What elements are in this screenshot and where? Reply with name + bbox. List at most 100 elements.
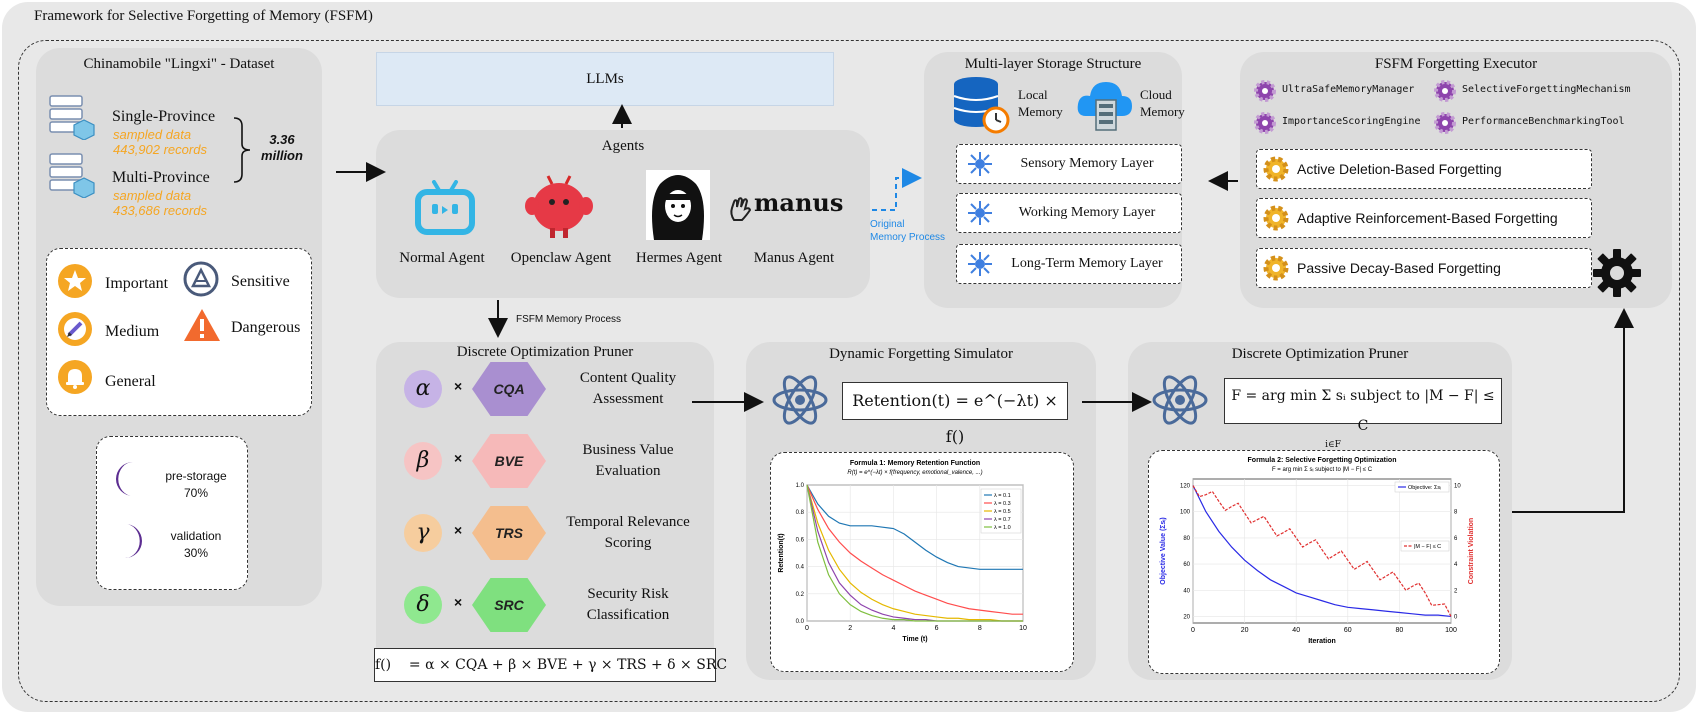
legend-label: λ = 0.1	[994, 493, 1011, 499]
y-tick-label: 0.6	[796, 537, 805, 543]
y2-tick-label: 10	[1454, 484, 1461, 490]
weight-bve-symbol: β	[404, 442, 442, 480]
x-tick-label: 20	[1241, 627, 1249, 634]
executor-title: FSFM Forgetting Executor	[1374, 56, 1538, 72]
local-memory-label: Local Memory	[1018, 87, 1063, 119]
server-icon	[49, 95, 95, 140]
category-legend: Important Sensitive Medium Dangerous Gen…	[46, 248, 312, 416]
chart-subtitle: F = arg min Σ sᵢ subject to |M − F| ≤ C	[1272, 467, 1373, 473]
y2-tick-label: 2	[1454, 588, 1458, 594]
weight-cqa-symbol: α	[404, 370, 442, 408]
storage-title: Multi-layer Storage Structure	[964, 56, 1142, 72]
series-line	[1192, 485, 1452, 617]
importance-formula: f() = α × CQA + β × BVE + γ × TRS + δ × …	[374, 648, 727, 682]
legend-label: Objective: Σsᵢ	[1408, 485, 1441, 491]
y-tick-label: 40	[1183, 588, 1190, 594]
selection-formula-text: F = arg min Σ sᵢ subject to |M − F| ≤ C	[1231, 388, 1495, 434]
gold-gear-icon	[1263, 255, 1289, 281]
multi-province-records: 433,686 records	[113, 203, 207, 218]
total-unit: million	[261, 148, 303, 163]
data-split-box: pre-storage 70% validation 30%	[96, 436, 248, 590]
x-tick-label: 0	[1191, 627, 1195, 634]
y-tick-label: 120	[1180, 484, 1191, 490]
criterion-bve-hexagon: BVE	[472, 434, 546, 488]
dataset-panel: Chinamobile "Lingxi" - Dataset Single-Pr…	[36, 48, 322, 606]
category-important: Important	[105, 275, 169, 292]
neuron-icon	[968, 201, 992, 225]
module-ultrasafe: UltraSafeMemoryManager	[1282, 84, 1415, 95]
chart-title: Formula 1: Memory Retention Function	[850, 460, 980, 467]
x-tick-label: 4	[891, 625, 895, 632]
method-active-label: Active Deletion-Based Forgetting	[1297, 161, 1502, 177]
manus-logo: manus	[754, 188, 844, 217]
manus-hand-icon	[730, 197, 752, 221]
x-axis-label: Time (t)	[902, 636, 927, 643]
selection-formula-subscript: i∈F	[1325, 440, 1341, 450]
x-tick-label: 0	[805, 625, 809, 632]
x-tick-label: 80	[1396, 627, 1404, 634]
sensitive-icon	[183, 261, 219, 297]
optimization-chart-frame: Formula 2: Selective Forgetting Optimiza…	[1148, 450, 1500, 674]
y-tick-label: 100	[1180, 510, 1191, 516]
y-tick-label: 0.2	[796, 592, 805, 598]
agent-label-hermes: Hermes Agent	[635, 250, 723, 266]
executor-panel: FSFM Forgetting Executor UltraSafeMemory…	[1240, 52, 1672, 308]
criterion-trs-label: Temporal Relevance Scoring	[566, 514, 690, 551]
gear-icon	[1254, 112, 1276, 134]
series-line	[806, 484, 1023, 622]
y-tick-label: 0.0	[796, 619, 805, 625]
y2-axis-label: Constraint Violation	[1468, 518, 1475, 584]
y-tick-label: 0.4	[796, 565, 805, 571]
legend-label: λ = 0.5	[994, 509, 1011, 515]
split-pre-storage-label: pre-storage	[165, 469, 227, 483]
brace-icon	[233, 117, 251, 183]
legend-box	[1394, 481, 1450, 493]
fsfm-process-label: FSFM Memory Process	[516, 314, 622, 325]
pruner-title: Discrete Optimization Pruner	[456, 344, 634, 360]
settings-gear-icon	[1593, 249, 1641, 297]
optimization-chart: Formula 2: Selective Forgetting Optimiza…	[1160, 457, 1475, 645]
retention-formula: Retention(t) = e^(−λt) × f()	[842, 382, 1068, 446]
agent-label-manus: Manus Agent	[753, 250, 835, 266]
retention-chart: Formula 1: Memory Retention FunctionR(t)…	[778, 460, 1027, 643]
method-active-deletion: Active Deletion-Based Forgetting	[1256, 149, 1592, 189]
bell-icon	[58, 360, 92, 394]
retention-formula-text: Retention(t) = e^(−λt) × f()	[852, 391, 1058, 446]
single-province-records: 443,902 records	[113, 142, 207, 157]
y-tick-label: 1.0	[796, 483, 805, 489]
y-tick-label: 60	[1183, 562, 1190, 568]
split-pre-storage-value: 70%	[183, 486, 209, 500]
y2-tick-label: 8	[1454, 510, 1458, 516]
series-line	[806, 484, 1023, 615]
original-process-label: Original Memory Process	[870, 219, 946, 243]
series-line	[1192, 485, 1452, 618]
simulator-panel: Dynamic Forgetting Simulator Retention(t…	[746, 342, 1096, 680]
star-icon	[58, 264, 92, 298]
x-tick-label: 40	[1292, 627, 1300, 634]
x-tick-label: 2	[848, 625, 852, 632]
atom-icon	[1152, 375, 1208, 425]
criterion-src-hexagon: SRC	[472, 578, 546, 632]
neuron-icon	[968, 252, 992, 276]
importance-formula-text: f() = α × CQA + β × BVE + γ × TRS + δ × …	[375, 657, 728, 673]
category-medium: Medium	[105, 323, 160, 340]
criterion-src-label: Security Risk Classification	[586, 586, 670, 623]
y-tick-label: 0.8	[796, 510, 805, 516]
cloud-memory-label: Cloud Memory	[1140, 87, 1185, 119]
legend-label: λ = 1.0	[994, 525, 1011, 531]
storage-layer-working: Working Memory Layer	[956, 193, 1182, 233]
criterion-trs-hexagon: TRS	[472, 506, 546, 560]
storage-layer-sensory: Sensory Memory Layer	[956, 144, 1182, 184]
gold-gear-icon	[1263, 156, 1289, 182]
x-tick-label: 10	[1019, 625, 1027, 632]
gear-icon	[1254, 80, 1276, 102]
x-tick-label: 8	[978, 625, 982, 632]
chart-title: Formula 2: Selective Forgetting Optimiza…	[1248, 457, 1397, 464]
agent-label-normal: Normal Agent	[399, 250, 485, 266]
agents-title: Agents	[601, 138, 645, 154]
selection-formula: F = arg min Σ sᵢ subject to |M − F| ≤ C …	[1224, 378, 1502, 450]
method-passive-label: Passive Decay-Based Forgetting	[1297, 260, 1501, 276]
series-line	[806, 484, 1023, 570]
gear-icon	[1434, 112, 1456, 134]
